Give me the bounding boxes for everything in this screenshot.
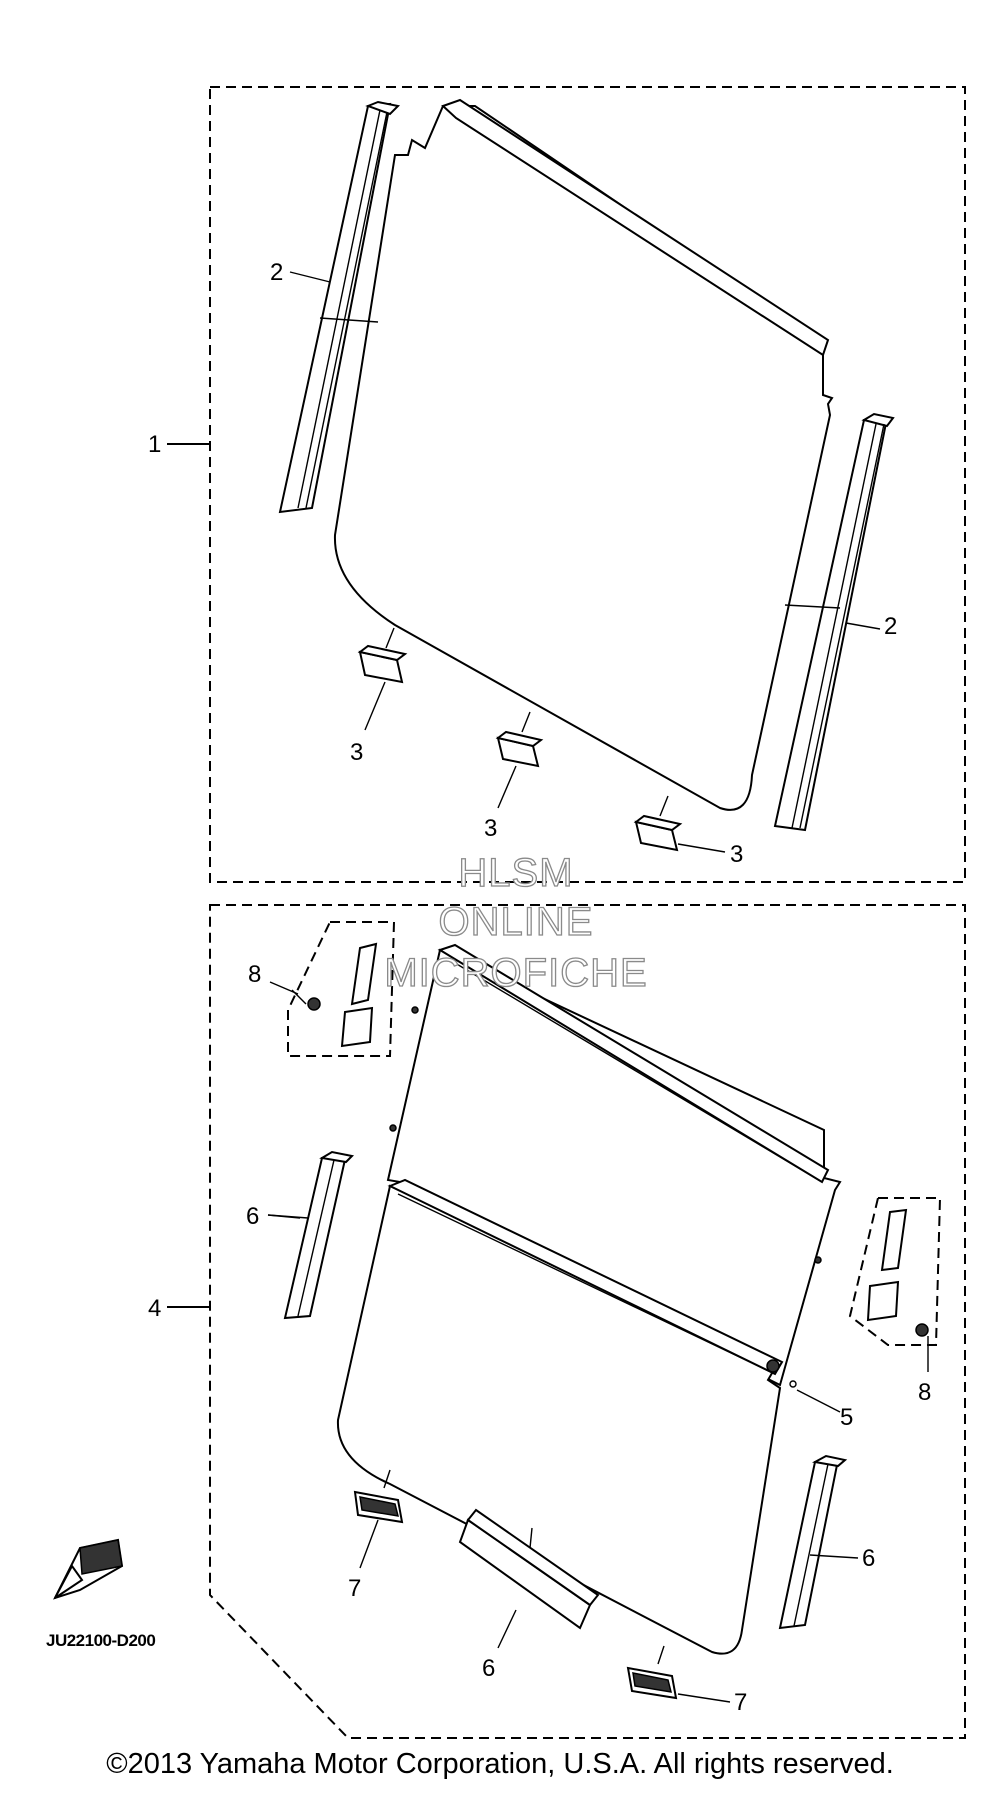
callout-3-a: 3 [350, 739, 363, 766]
copyright-notice: ©2013 Yamaha Motor Corporation, U.S.A. A… [106, 1748, 894, 1780]
callout-8-right: 8 [918, 1379, 931, 1406]
hinge-box-left [287, 921, 396, 1057]
leader-8a [269, 981, 299, 995]
rail-bottom [458, 1508, 600, 1630]
leader-7a [359, 1519, 379, 1569]
hinge-left [291, 942, 378, 1048]
leader-6a [267, 1214, 301, 1219]
upper-clip-1 [357, 627, 408, 684]
lower-panel-upper [386, 943, 842, 1387]
upper-clip-2 [495, 711, 544, 768]
lower-panel-lower [336, 1178, 797, 1655]
leader-7b [677, 1693, 731, 1703]
leader-6-right [809, 1554, 859, 1559]
left-rail [278, 100, 401, 514]
callout-2-right: 2 [884, 613, 897, 640]
leader-rail-right [784, 604, 841, 609]
upper-clip-3 [633, 795, 683, 852]
figure-code: JU22100-D200 [46, 1631, 155, 1650]
lower-clip-1 [353, 1469, 404, 1524]
callout-7-right: 7 [734, 1689, 747, 1716]
leader-rail-left [319, 317, 379, 323]
callout-3-c: 3 [730, 841, 743, 868]
right-rail [773, 412, 895, 832]
watermark-line-1: HLSM [458, 851, 573, 895]
leader-3b [497, 765, 517, 809]
callout-8-left: 8 [248, 961, 261, 988]
callout-1: 1 [148, 431, 161, 458]
leader-2b [845, 622, 881, 630]
callout-5: 5 [840, 1404, 853, 1431]
leader-3c [677, 843, 726, 853]
callout-6-bottom: 6 [482, 1655, 495, 1682]
callout-6-left: 6 [246, 1203, 259, 1230]
rail-right-lower [778, 1454, 848, 1630]
front-direction-icon [53, 1538, 124, 1600]
group-box-1 [209, 86, 966, 883]
watermark-line-2: ONLINE [439, 900, 594, 944]
rail-left-lower [283, 1150, 355, 1320]
callout-7-left: 7 [348, 1575, 361, 1602]
hinge-box-right [848, 1197, 942, 1346]
callout-6-right: 6 [862, 1545, 875, 1572]
leader-2a [289, 271, 331, 283]
hinge-right [866, 1208, 929, 1372]
callout-4: 4 [148, 1295, 161, 1322]
watermark-line-3: MICROFICHE [384, 951, 647, 995]
leader-6b [497, 1609, 517, 1649]
callout-2-left: 2 [270, 259, 283, 286]
group-box-4 [209, 904, 966, 1739]
leader-3a [364, 681, 386, 731]
upper-panel [333, 98, 834, 811]
callout-3-b: 3 [484, 815, 497, 842]
lower-clip-2 [626, 1645, 678, 1700]
leader-5 [796, 1389, 841, 1413]
